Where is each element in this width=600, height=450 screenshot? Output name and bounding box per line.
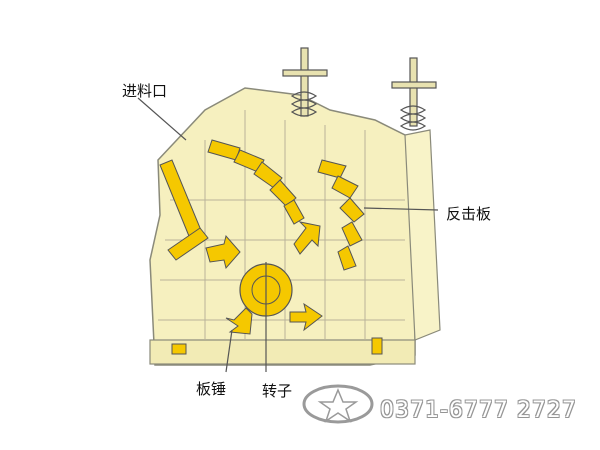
rotor xyxy=(239,262,293,372)
label-rotor: 转子 xyxy=(262,382,293,400)
impact-plate-lower xyxy=(317,159,439,271)
impact-plate-leader-line xyxy=(363,207,439,211)
watermark-phone: 0371-6777 2727 xyxy=(380,398,577,423)
base-details xyxy=(171,337,383,355)
feed-inlet-chute xyxy=(137,97,209,261)
label-feed-inlet: 进料口 xyxy=(122,82,168,100)
label-hammer: 板锤 xyxy=(196,380,227,398)
watermark-logo-icon xyxy=(302,384,374,424)
label-impact-plate: 反击板 xyxy=(446,205,492,223)
watermark: 0371-6777 2727 xyxy=(298,376,598,446)
hammers xyxy=(205,221,323,373)
impact-plate-upper xyxy=(207,139,305,225)
hammer-leader-line xyxy=(225,329,233,373)
adjusting-rods xyxy=(282,47,437,131)
inlet-leader-line xyxy=(137,97,187,141)
